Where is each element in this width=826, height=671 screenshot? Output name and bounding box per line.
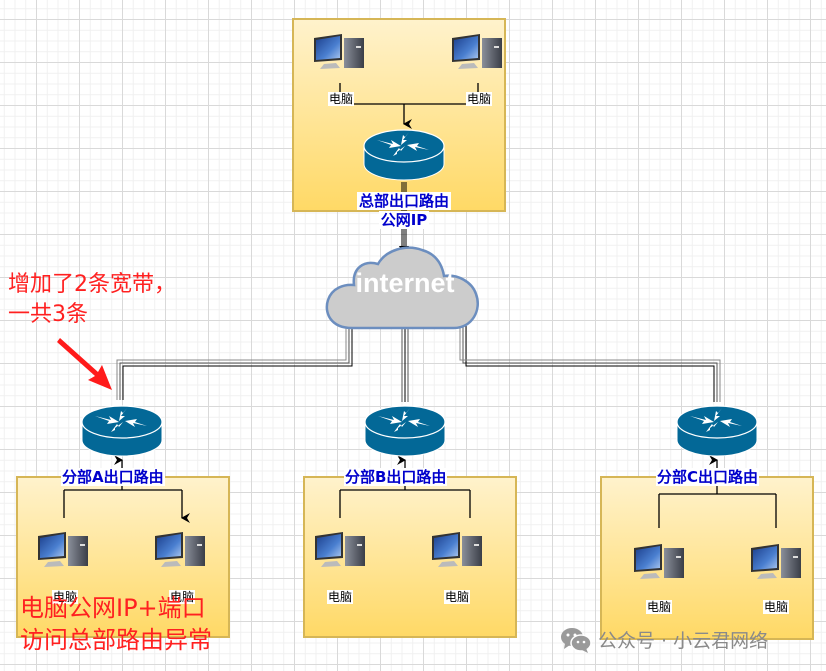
computer-icon [38, 532, 88, 567]
branch-b-pc-2-label: 电脑 [444, 590, 471, 604]
computer-icon [314, 34, 364, 69]
computer-icon [634, 544, 684, 579]
hq-pc-2-label: 电脑 [466, 92, 493, 106]
branch-c-pc-1-label: 电脑 [646, 600, 673, 614]
router-icon [363, 129, 445, 181]
bandwidth-annotation-line2: 一共3条 [8, 302, 88, 327]
watermark: 公众号 · 小云君网络 [560, 626, 768, 653]
hq-router[interactable] [363, 126, 445, 182]
branch-a-pc-2[interactable] [153, 530, 209, 576]
branch-b-router[interactable] [364, 402, 446, 458]
hq-pc-1[interactable] [312, 32, 368, 78]
bandwidth-annotation: 增加了2条宽带， 一共3条 [8, 270, 176, 330]
branch-a-router[interactable] [81, 402, 163, 458]
computer-icon [452, 34, 502, 69]
wechat-icon [561, 627, 592, 653]
watermark-text: 公众号 · 小云君网络 [598, 630, 769, 652]
branch-a-pc-2-label: 电脑 [169, 590, 196, 604]
branch-c-lan-links [658, 455, 777, 528]
branch-c-pc-2[interactable] [749, 542, 805, 588]
internet-label: internet [355, 268, 455, 298]
branch-c-pc-1[interactable] [632, 542, 688, 588]
hq-lan-links [339, 83, 479, 129]
branch-b-pc-1[interactable] [313, 530, 369, 576]
hq-router-label: 总部出口路由 公网IP [344, 192, 464, 230]
issue-annotation-line2: 访问总部路由异常 [20, 626, 212, 654]
computer-icon [751, 544, 801, 579]
computer-icon [315, 532, 365, 567]
hq-router-label-line1: 总部出口路由 [356, 192, 451, 210]
router-icon [676, 405, 758, 457]
issue-annotation-line1: 电脑公网IP+端口 [20, 594, 206, 622]
computer-icon [432, 532, 482, 567]
branch-a-pc-1[interactable] [36, 530, 92, 576]
branch-c-pc-2-label: 电脑 [763, 600, 790, 614]
hq-pc-2[interactable] [450, 32, 506, 78]
router-icon [364, 405, 446, 457]
internet-cloud-icon [325, 246, 479, 330]
computer-icon [155, 532, 205, 567]
bandwidth-annotation-line1: 增加了2条宽带， [8, 272, 176, 297]
branch-b-pc-1-label: 电脑 [327, 590, 354, 604]
issue-annotation: 电脑公网IP+端口 访问总部路由异常 [20, 592, 212, 656]
branch-a-router-label: 分部A出口路由 [61, 468, 165, 486]
hq-router-label-line2: 公网IP [378, 211, 430, 229]
annotation-arrow [57, 338, 112, 390]
branch-c-router-label: 分部C出口路由 [656, 468, 760, 486]
hq-pc-1-label: 电脑 [328, 92, 355, 106]
branch-a-pc-1-label: 电脑 [52, 590, 79, 604]
router-icon [81, 405, 163, 457]
branch-c-router[interactable] [676, 402, 758, 458]
branch-b-wan-link [401, 328, 409, 402]
branch-a-lan-links [63, 455, 190, 523]
branch-c-wan-link [459, 324, 721, 402]
branch-b-router-label: 分部B出口路由 [344, 468, 448, 486]
branch-b-pc-2[interactable] [430, 530, 486, 576]
branch-a-wan-link [116, 324, 353, 400]
